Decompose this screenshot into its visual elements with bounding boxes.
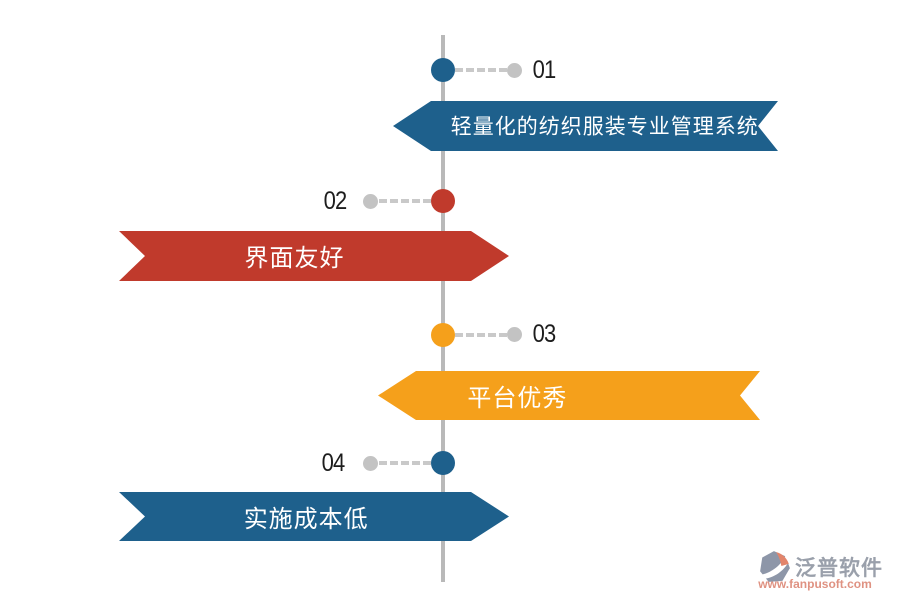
timeline-axis [441, 35, 445, 582]
banner-label-04: 实施成本低 [243, 505, 369, 533]
banner-label-03: 平台优秀 [467, 384, 568, 412]
timeline-node-01 [431, 58, 455, 82]
fanpu-logo-icon [760, 551, 790, 582]
ribbon-banner-01: 轻量化的纺织服装专业管理系统 [393, 101, 778, 151]
timeline-node-03 [431, 323, 455, 347]
timeline-node-04 [431, 451, 455, 475]
brand-watermark: 泛普软件 www.fanpusoft.com [740, 550, 890, 592]
connector-end-dot-04 [363, 456, 378, 471]
step-number-02: 02 [323, 187, 348, 215]
brand-url: www.fanpusoft.com [758, 577, 872, 591]
connector-03 [455, 333, 507, 337]
connector-end-dot-01 [507, 63, 522, 78]
brand-name: 泛普软件 [795, 557, 883, 580]
connector-04 [379, 461, 431, 465]
ribbon-banner-04: 实施成本低 [119, 492, 509, 541]
connector-end-dot-03 [507, 327, 522, 342]
connector-end-dot-02 [363, 194, 378, 209]
ribbon-banner-03: 平台优秀 [378, 371, 760, 420]
step-number-04: 04 [321, 449, 346, 477]
connector-01 [455, 68, 507, 72]
banner-label-01: 轻量化的纺织服装专业管理系统 [450, 115, 759, 139]
timeline-node-02 [431, 189, 455, 213]
banner-label-02: 界面友好 [244, 244, 345, 272]
step-number-03: 03 [532, 320, 557, 348]
step-number-01: 01 [532, 56, 557, 84]
connector-02 [379, 199, 431, 203]
ribbon-banner-02: 界面友好 [119, 231, 509, 281]
